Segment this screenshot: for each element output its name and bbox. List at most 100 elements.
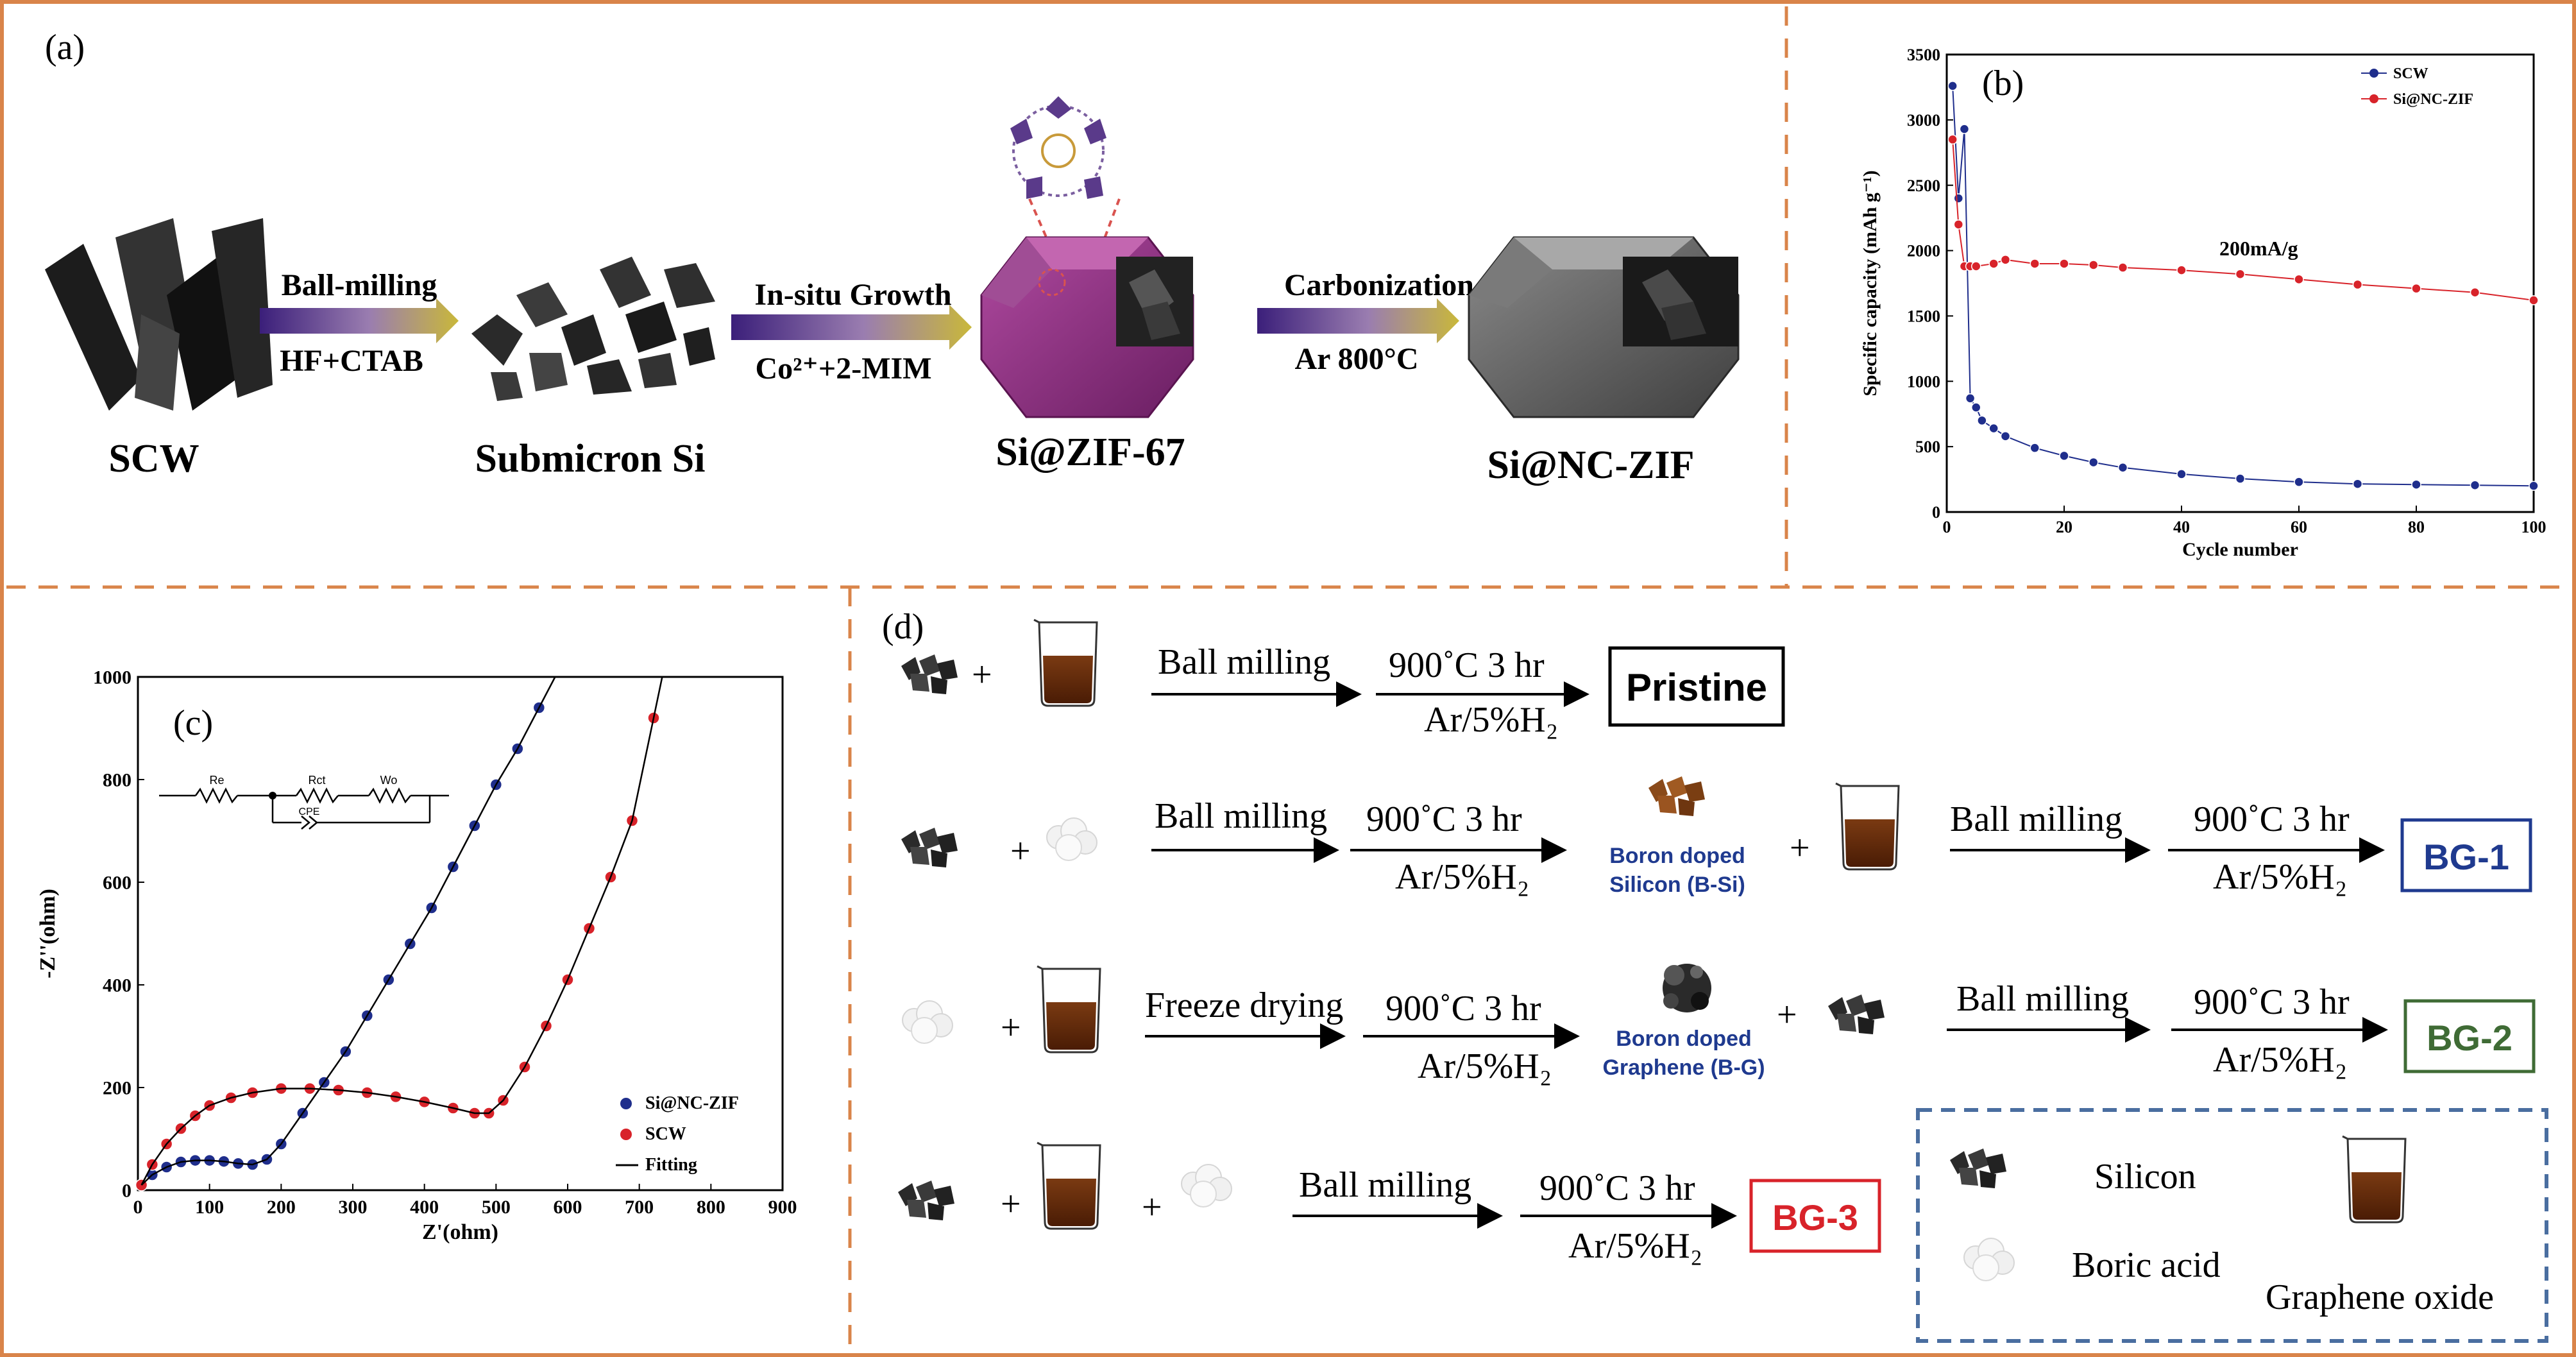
arrow-1 (260, 298, 459, 343)
materials-legend: Silicon Boric acid Graphene oxide (1916, 1108, 2548, 1343)
data-point (1965, 393, 1976, 404)
plot-frame (1945, 53, 2535, 513)
x-tick-label: 0 (133, 1197, 143, 1218)
row3-step2: Ball milling (1956, 979, 2129, 1019)
material-si-nc-zif: Si@NC-ZIF (1487, 443, 1695, 487)
circuit-wo: Wo (380, 774, 398, 787)
data-point (1977, 415, 1987, 426)
y-tick-label: 2500 (1907, 176, 1940, 195)
legend-marker (2369, 69, 2378, 78)
row3-gas2: Ar/5%H₂ (2213, 1040, 2347, 1080)
equivalent-circuit (159, 787, 449, 830)
silicon-icon (898, 1181, 954, 1220)
silicon-icon (901, 828, 958, 867)
result-bg1: BG-1 (2423, 837, 2509, 877)
data-point (2352, 479, 2363, 489)
data-point (2235, 474, 2246, 484)
result-bg2: BG-2 (2427, 1018, 2512, 1058)
result-bg3: BG-3 (1772, 1197, 1858, 1238)
data-point (1959, 124, 1970, 134)
y-tick-label: 2000 (1907, 242, 1940, 260)
circuit-re: Re (209, 774, 224, 787)
y-tick-label: 600 (103, 873, 131, 894)
fitting-curve (140, 676, 556, 1186)
row2-temp: 900˚C 3 hr (1366, 799, 1522, 839)
panel-a-label: (a) (45, 28, 85, 67)
y-tick-label: 3500 (1907, 46, 1940, 64)
panel-c-label: (c) (173, 703, 213, 743)
row1-gas: Ar/5%H₂ (1424, 700, 1558, 740)
row2-gas2: Ar/5%H₂ (2213, 857, 2347, 897)
y-tick-label: 1000 (93, 667, 131, 688)
row4-temp: 900˚C 3 hr (1539, 1168, 1695, 1208)
plus-sign: + (1142, 1188, 1162, 1227)
si-nc-zif-crystal-icon (1468, 236, 1740, 418)
legend-beaker-icon (2341, 1135, 2407, 1224)
row3-step1: Freeze drying (1145, 986, 1343, 1025)
x-tick-label: 40 (2173, 518, 2190, 536)
row1-step: Ball milling (1158, 642, 1330, 682)
x-tick-label: 80 (2408, 518, 2425, 536)
boron-doped-silicon-icon (1648, 776, 1705, 816)
fitting-curve (140, 676, 663, 1186)
data-point (2176, 265, 2187, 275)
row2-step1: Ball milling (1155, 796, 1327, 836)
boric-acid-icon (1181, 1164, 1232, 1208)
x-tick-label: 800 (697, 1197, 725, 1218)
step3-top: Carbonization (1284, 268, 1474, 302)
row3-intermediate-l1: Boron doped (1616, 1027, 1752, 1051)
row2-temp2: 900˚C 3 hr (2194, 799, 2350, 839)
legend-boric-acid: Boric acid (2072, 1245, 2221, 1285)
row-bg1: + Ball milling 900˚C 3 hr Ar/5%H₂ Boron … (901, 776, 2532, 897)
zif-framework-icon (1010, 96, 1106, 199)
arrow-3 (1257, 298, 1459, 343)
result-box-bg1 (2400, 818, 2532, 892)
row-bg3: + + Ball milling 900˚C 3 hr Ar/5%H₂ BG-3 (898, 1141, 1881, 1266)
legend-graphene-oxide: Graphene oxide (2266, 1277, 2494, 1317)
data-point (2089, 260, 2099, 270)
plus-sign: + (1001, 1008, 1021, 1048)
data-point (2529, 295, 2539, 305)
data-point (1971, 402, 1981, 413)
row2-gas: Ar/5%H₂ (1395, 857, 1529, 897)
y-axis-label: Specific capacity (mAh g⁻¹) (1860, 170, 1881, 396)
data-point (2029, 443, 2040, 453)
row2-intermediate-l1: Boron doped (1609, 844, 1745, 868)
legend-label: Si@NC-ZIF (645, 1093, 739, 1113)
data-point (1971, 261, 1981, 271)
legend-label: Si@NC-ZIF (2393, 91, 2473, 108)
legend-marker (620, 1129, 632, 1140)
plus-sign: + (1777, 995, 1797, 1035)
submicron-si-icon (471, 257, 715, 401)
graphene-oxide-beaker-icon (1033, 619, 1098, 707)
legend-boric-acid-icon (1963, 1238, 2015, 1281)
legend-marker (2369, 94, 2378, 103)
x-tick-label: 200 (267, 1197, 296, 1218)
plus-sign: + (972, 655, 992, 695)
data-point (1947, 81, 1958, 91)
row3-temp: 900˚C 3 hr (1385, 989, 1541, 1028)
x-tick-label: 700 (625, 1197, 654, 1218)
graphene-oxide-beaker-icon (1036, 965, 1101, 1054)
chart-b-annotation: 200mA/g (2219, 237, 2298, 260)
data-point (2411, 479, 2421, 490)
y-tick-label: 200 (103, 1078, 131, 1099)
panel-d-label: (d) (882, 607, 924, 647)
plus-sign: + (1001, 1184, 1021, 1224)
row3-temp2: 900˚C 3 hr (2194, 982, 2350, 1022)
row2-intermediate-l2: Silicon (B-Si) (1609, 873, 1745, 897)
legend-silicon: Silicon (2094, 1157, 2196, 1197)
data-point (2029, 259, 2040, 269)
legend-marker (620, 1098, 632, 1109)
legend-silicon-icon (1950, 1148, 2006, 1188)
result-box-bg2 (2403, 999, 2536, 1073)
row-bg2: + Freeze drying 900˚C 3 hr Ar/5%H₂ Boron… (902, 964, 2536, 1086)
data-point (2000, 255, 2011, 265)
scw-icon (45, 218, 273, 411)
data-point (2176, 469, 2187, 479)
step2-bottom: Co²⁺+2-MIM (755, 352, 931, 386)
x-tick-label: 500 (482, 1197, 511, 1218)
row1-temp: 900˚C 3 hr (1389, 645, 1545, 685)
y-axis-label: -Z''(ohm) (36, 889, 60, 978)
